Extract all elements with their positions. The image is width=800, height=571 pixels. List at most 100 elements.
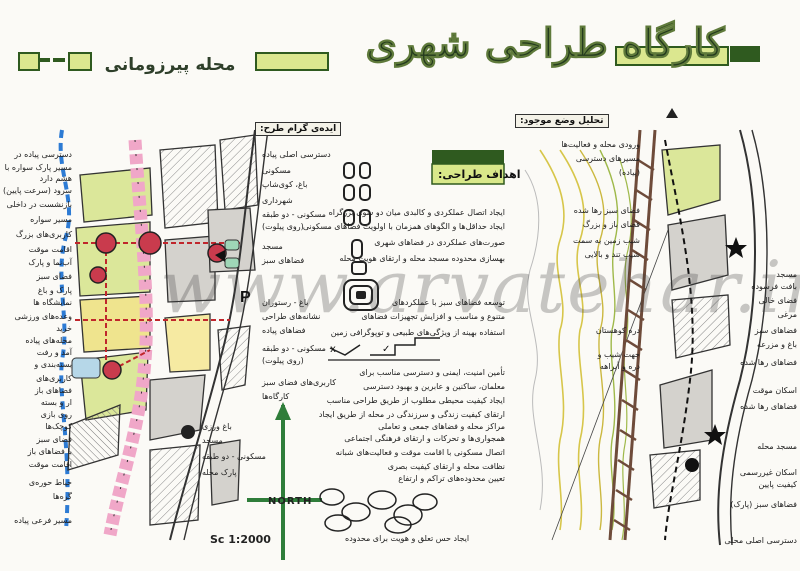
analysis-label: فضاهای سبز bbox=[754, 326, 797, 335]
svg-text:P: P bbox=[240, 289, 251, 306]
goals-list: ایجاد اتصال عملکردی و کالبدی میان دو سوی… bbox=[303, 208, 505, 508]
page-subtitle: محله پیرزومانی bbox=[104, 55, 236, 75]
analysis-label: باغ و مزرعه bbox=[756, 340, 797, 349]
left-label: کوچک‌ها bbox=[45, 422, 72, 431]
right-label: مسجد bbox=[202, 436, 223, 445]
goals-heading-box bbox=[431, 150, 505, 185]
goal-item: بهسازی محدوده مسجد محله و ارتقای هویت مح… bbox=[339, 254, 505, 263]
goal-item: اتصال مسکونی با اقامت موقت و فعالیت‌های … bbox=[335, 448, 505, 457]
north-label: NORTH bbox=[268, 496, 313, 507]
goals-heading: اهداف طراحی: bbox=[438, 168, 521, 181]
right-label: (روی پیلوت) bbox=[262, 356, 304, 365]
left-label: کاربری‌های bbox=[36, 374, 72, 383]
analysis-label: ورودی محله و فعالیت‌ها bbox=[561, 140, 640, 149]
left-label: محله‌های پیاده bbox=[25, 336, 72, 345]
left-label: مسیر پارک سواره با bbox=[4, 163, 72, 172]
watermark-text: www.arvatehar.ir bbox=[160, 245, 800, 329]
analysis-label: شیب تند و بالایی bbox=[584, 250, 640, 259]
analysis-label: اسکان غیررسمی bbox=[739, 468, 797, 477]
left-label: پارک و باغ bbox=[37, 286, 72, 295]
right-label: مسکونی - دو طبقه bbox=[262, 210, 326, 219]
left-label: روی بازی bbox=[40, 410, 72, 419]
left-labels-west: دسترسی پیاده در مسیر پارک سواره با هشم د… bbox=[2, 150, 72, 535]
right-label: باغ ورزی bbox=[202, 422, 232, 431]
right-labels-east: مسجد بافت فرسوده فضای خالی مرغی فضاهای س… bbox=[724, 270, 798, 550]
goal-item: همجواری‌ها و تحرکات و ارتقای فرهنگی اجتم… bbox=[344, 434, 505, 443]
left-label: بازنشست در داخلی bbox=[6, 200, 72, 209]
left-label: فضای سبز bbox=[36, 272, 72, 281]
analysis-label: مسیرهای دسترسی bbox=[575, 154, 640, 163]
goal-item: توسعه فضاهای سبز با عملکردهای bbox=[391, 298, 505, 307]
right-label: مسکونی - دو طبقه bbox=[262, 344, 326, 353]
right-label: پارک محله bbox=[202, 468, 237, 477]
header-band-left-2 bbox=[40, 58, 50, 62]
right-label: باغ - رستوران bbox=[262, 298, 309, 307]
north-arrow bbox=[247, 402, 322, 560]
goal-item: تعیین محدوده‌های تراکم و ارتفاع bbox=[398, 474, 505, 483]
right-label: دسترسی اصلی پیاده bbox=[262, 150, 331, 159]
left-label: وعده‌های ورزشی bbox=[14, 312, 72, 321]
left-panel-heading: ایده‌ی گرام طرح: bbox=[255, 122, 342, 136]
left-label: سرود (سرعت پایین) bbox=[2, 186, 72, 195]
scale-label: Sc 1:2000 bbox=[210, 533, 271, 546]
header-band-right bbox=[615, 46, 729, 66]
analysis-label: فضای خالی bbox=[758, 296, 798, 305]
left-label: آمد و رفت bbox=[36, 348, 72, 357]
analysis-label: کیفیت پایین bbox=[758, 480, 797, 489]
goal-item: استفاده بهینه از ویژگی‌های طبیعی و توپوگ… bbox=[330, 328, 505, 337]
svg-text:x: x bbox=[330, 344, 336, 355]
analysis-label: دره و آبراهه bbox=[599, 362, 640, 371]
left-label: مسیر سواره bbox=[30, 215, 72, 224]
left-label: هشم دارد bbox=[39, 174, 72, 183]
left-label: دسترسی پیاده در bbox=[14, 150, 72, 159]
left-label: گره‌ها bbox=[52, 492, 72, 501]
goal-item: معلمان، ساکنین و عابرین و بهبود دسترسی bbox=[363, 382, 505, 391]
goal-item: تأمین امنیت، ایمنی و دسترسی مناسب برای bbox=[359, 368, 505, 377]
goal-item: صورت‌های عملکردی در فضاهای شهری bbox=[374, 238, 505, 247]
analysis-label: مرغی bbox=[777, 310, 797, 319]
header-band-right-2 bbox=[730, 46, 760, 62]
goal-item: ایجاد کیفیت محیطی مطلوب از طریق طراحی من… bbox=[326, 396, 505, 405]
right-label: نشانه‌های طراحی bbox=[262, 312, 321, 321]
analysis-label: فضاهای رها شده bbox=[740, 358, 797, 367]
analysis-label: مسجد محله bbox=[757, 442, 797, 451]
left-label: حیاط حوره‌ی bbox=[28, 478, 72, 487]
right-labels-west: ورودی محله و فعالیت‌ها مسیرهای دسترسی (پ… bbox=[500, 140, 640, 380]
analysis-label: مسجد bbox=[776, 270, 797, 279]
left-label: اقامت موقت bbox=[28, 460, 72, 469]
left-label: نمایشگاه ها bbox=[33, 298, 72, 307]
analysis-label: فضاهای رها شده bbox=[740, 402, 797, 411]
center-icons: x ✓ bbox=[319, 162, 440, 534]
header-band-left-1 bbox=[18, 52, 40, 71]
analysis-label: دسترسی اصلی محلی bbox=[724, 536, 797, 545]
left-label: آب‌نما و پارک bbox=[28, 258, 72, 267]
analysis-label: فضای باز و بزرگ bbox=[582, 220, 640, 229]
right-label: کاربری‌های فضای سبز bbox=[262, 378, 337, 387]
goal-item: نظافت محله و ارتقای کیفیت بصری bbox=[387, 462, 505, 471]
page-title: کارگاه طراحی شهری bbox=[365, 20, 725, 68]
right-label: شهرداری bbox=[262, 196, 293, 205]
left-label: فضای سبز bbox=[36, 435, 72, 444]
right-label: مسجد bbox=[262, 242, 283, 251]
left-label: فضاهای باز bbox=[34, 386, 72, 395]
analysis-label: فضای سبز رها شده bbox=[573, 206, 640, 215]
right-label: باغ، کوی‌شاپ bbox=[262, 180, 308, 189]
left-labels-east: دسترسی اصلی پیاده مسکونی باغ، کوی‌شاپ شه… bbox=[202, 150, 336, 480]
right-label: مسکونی - دو طبقه bbox=[202, 452, 266, 461]
goals-footer-note: ایجاد حس تعلق و هویت برای محدوده bbox=[345, 534, 470, 543]
left-label: خرید bbox=[56, 324, 72, 333]
left-plan: P bbox=[58, 129, 269, 541]
right-label: (روی پیلوت) bbox=[262, 222, 304, 231]
goal-item: ایجاد حداقل‌ها و الگوهای همزمان با اولوی… bbox=[302, 222, 505, 231]
analysis-label: (پیاده) bbox=[618, 168, 640, 177]
svg-text:✓: ✓ bbox=[382, 344, 390, 355]
analysis-label: بافت فرسوده bbox=[751, 282, 797, 291]
header-band-left-3 bbox=[53, 58, 65, 62]
header-band-left-4 bbox=[68, 52, 92, 71]
analysis-label: شیب زمین به سمت bbox=[573, 236, 640, 245]
right-label: فضاهای سبز bbox=[262, 256, 305, 265]
analysis-label: اسکان موقت bbox=[752, 386, 797, 395]
analysis-label: دره کوهستان bbox=[595, 326, 640, 335]
header-band-mid bbox=[255, 52, 329, 71]
